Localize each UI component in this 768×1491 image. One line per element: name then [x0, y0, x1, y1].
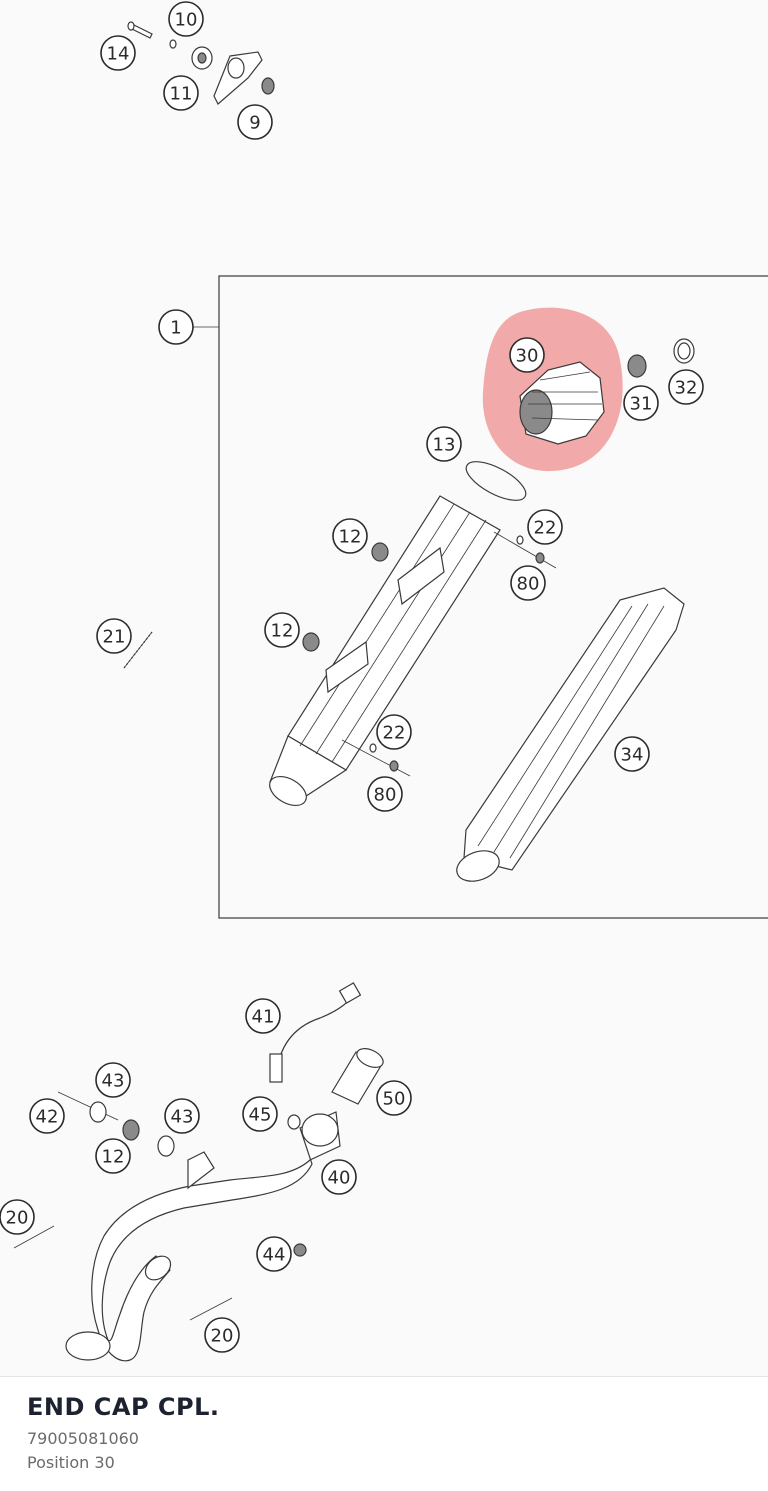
silencer-inner-body[interactable] — [265, 495, 501, 811]
part-14-bolt[interactable] — [127, 21, 153, 39]
callout-label: 1 — [170, 318, 181, 339]
callout-label: 22 — [534, 518, 557, 539]
callout-label: 45 — [249, 1105, 272, 1126]
part-10-washer[interactable] — [169, 39, 177, 49]
callout-label: 20 — [6, 1208, 29, 1229]
callout-label: 11 — [170, 84, 193, 105]
callout-label: 21 — [103, 627, 126, 648]
part-43-washer-right[interactable] — [157, 1135, 175, 1157]
silencer-assembly-frame — [193, 275, 768, 919]
callout-label: 34 — [621, 745, 644, 766]
exploded-parts-diagram: 10 14 11 9 1 30 32 31 13 22 12 80 21 12 22 80 34 41 50 43 42… — [0, 1, 768, 1362]
callout-9[interactable]: 9 — [237, 104, 273, 140]
callout-31[interactable]: 31 — [623, 385, 659, 421]
callout-label: 80 — [374, 785, 397, 806]
header-pipe[interactable] — [65, 1111, 341, 1362]
callout-22[interactable]: 22 — [527, 509, 563, 545]
callout-30[interactable]: 30 — [509, 337, 545, 373]
callout-1[interactable]: 1 — [158, 309, 194, 345]
callout-label: 12 — [102, 1147, 125, 1168]
part-22-screw-lower[interactable] — [341, 739, 411, 777]
callout-label: 30 — [516, 346, 539, 367]
callout-34[interactable]: 34 — [614, 736, 650, 772]
part-44-plug[interactable] — [293, 1243, 307, 1257]
callout-label: 32 — [675, 378, 698, 399]
callout-label: 14 — [107, 44, 130, 65]
part-12-grommet-lower[interactable] — [122, 1119, 140, 1141]
callout-label: 9 — [249, 113, 260, 134]
callout-43[interactable]: 43 — [164, 1098, 200, 1134]
part-42-bolt[interactable] — [57, 1091, 119, 1121]
callout-label: 43 — [171, 1107, 194, 1128]
callout-label: 44 — [263, 1245, 286, 1266]
callout-label: 80 — [517, 574, 540, 595]
part-number: 79005081060 — [27, 1429, 139, 1448]
part-50-sleeve[interactable] — [331, 1045, 386, 1105]
callout-50[interactable]: 50 — [376, 1080, 412, 1116]
callout-22[interactable]: 22 — [376, 714, 412, 750]
callout-label: 13 — [433, 435, 456, 456]
callout-20[interactable]: 20 — [204, 1317, 240, 1353]
part-30-end-cap[interactable] — [519, 361, 605, 445]
callout-label: 12 — [339, 527, 362, 548]
part-20-spring-right[interactable] — [189, 1297, 233, 1321]
callout-43[interactable]: 43 — [95, 1062, 131, 1098]
callout-14[interactable]: 14 — [100, 35, 136, 71]
part-9-bracket[interactable] — [213, 51, 275, 105]
part-41-lambda-sensor[interactable] — [269, 982, 362, 1083]
callout-label: 43 — [102, 1071, 125, 1092]
callout-label: 22 — [383, 723, 406, 744]
callout-44[interactable]: 44 — [256, 1236, 292, 1272]
callout-11[interactable]: 11 — [163, 75, 199, 111]
callout-label: 10 — [175, 10, 198, 31]
callout-label: 20 — [211, 1326, 234, 1347]
callout-label: 12 — [271, 621, 294, 642]
callout-10[interactable]: 10 — [168, 1, 204, 37]
callout-label: 31 — [630, 394, 653, 415]
part-12-grommet-upper[interactable] — [371, 542, 389, 562]
callout-label: 41 — [252, 1007, 275, 1028]
callout-40[interactable]: 40 — [321, 1159, 357, 1195]
callout-label: 40 — [328, 1168, 351, 1189]
part-20-spring-left[interactable] — [13, 1225, 55, 1249]
part-34-outer-sleeve[interactable] — [453, 587, 685, 887]
part-12-grommet-middle[interactable] — [302, 632, 320, 652]
part-13-o-ring[interactable] — [461, 454, 531, 508]
part-name: END CAP CPL. — [27, 1393, 220, 1421]
callout-80[interactable]: 80 — [510, 565, 546, 601]
part-22-screw-upper[interactable] — [493, 531, 557, 569]
part-32-cap[interactable] — [673, 338, 695, 364]
part-21-spring[interactable] — [123, 631, 153, 669]
part-31-screen[interactable] — [627, 354, 647, 378]
callout-13[interactable]: 13 — [426, 426, 462, 462]
callout-label: 42 — [36, 1107, 59, 1128]
callout-12[interactable]: 12 — [332, 518, 368, 554]
part-11-grommet[interactable] — [191, 46, 213, 70]
callout-42[interactable]: 42 — [29, 1098, 65, 1134]
selected-part-panel: END CAP CPL. 79005081060 Position 30 — [0, 1376, 768, 1491]
callout-21[interactable]: 21 — [96, 618, 132, 654]
part-45-nut[interactable] — [287, 1114, 301, 1130]
part-position: Position 30 — [27, 1453, 115, 1472]
part-43-washer-left[interactable] — [89, 1101, 107, 1123]
callout-12[interactable]: 12 — [264, 612, 300, 648]
callout-32[interactable]: 32 — [668, 369, 704, 405]
callout-80[interactable]: 80 — [367, 776, 403, 812]
callout-41[interactable]: 41 — [245, 998, 281, 1034]
callout-label: 50 — [383, 1089, 406, 1110]
callout-45[interactable]: 45 — [242, 1096, 278, 1132]
callout-12[interactable]: 12 — [95, 1138, 131, 1174]
callout-20[interactable]: 20 — [0, 1199, 35, 1235]
